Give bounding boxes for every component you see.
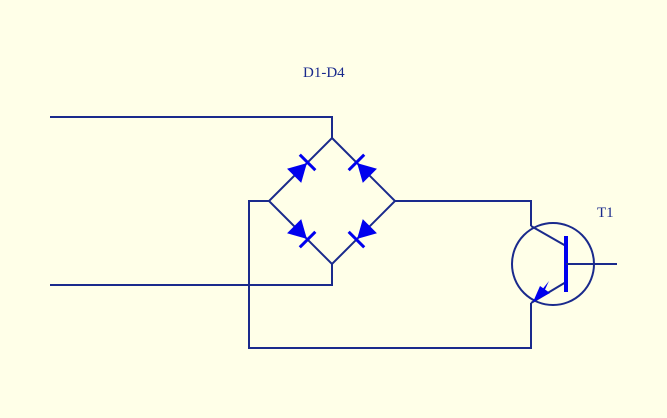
diode-d4-icon <box>347 219 377 249</box>
diode-d1-icon <box>287 153 317 183</box>
transistor-t1-icon <box>511 222 617 306</box>
diode-d3-icon <box>287 219 317 249</box>
bridge-right-wire <box>395 200 532 226</box>
input-wire-bottom <box>50 264 333 286</box>
bridge-diamond <box>267 136 397 266</box>
input-wire-top <box>50 116 333 138</box>
bridge-left-wire <box>248 200 532 349</box>
transistor-label: T1 <box>597 205 614 221</box>
bridge-label: D1-D4 <box>303 65 345 81</box>
diode-d2-icon <box>347 153 377 183</box>
